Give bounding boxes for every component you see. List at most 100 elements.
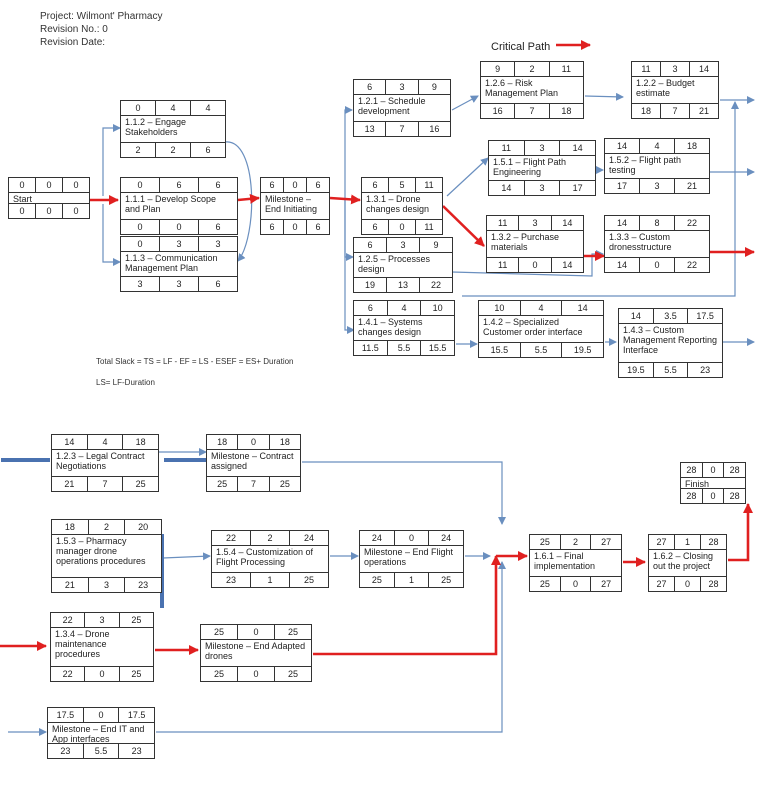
critical-initiating-to-1-3-1 xyxy=(329,194,361,205)
late-start-formula-note: LS= LF-Duration xyxy=(96,378,155,387)
critical-1-1-1-to-initiating xyxy=(237,193,260,204)
node-dur-value: 0 xyxy=(703,463,725,477)
node-ef-value: 17.5 xyxy=(696,311,714,321)
node-label: 1.5.4 – Customization of Flight Processi… xyxy=(216,547,314,567)
node-ts-value: 1 xyxy=(395,573,430,587)
node-ls-value: 11 xyxy=(487,258,520,272)
node-ts-value: 5.5 xyxy=(654,363,689,377)
node-ls-value: 25 xyxy=(360,573,395,587)
node-ls-value: 0 xyxy=(121,220,160,234)
node-lf-value: 16 xyxy=(429,124,440,134)
node-lf-value: 14 xyxy=(562,260,573,270)
node-ls-value: 19.5 xyxy=(619,363,654,377)
node-ls-value: 0 xyxy=(9,204,36,218)
node-label: 1.2.3 – Legal Contract Negotiations xyxy=(56,451,145,471)
node-ts-value: 0 xyxy=(561,577,592,591)
node-dur-value: 3 xyxy=(525,141,561,155)
node-es-value: 14 xyxy=(52,435,88,449)
node-ts-value: 7 xyxy=(515,104,550,118)
node-ts-value: 13 xyxy=(387,278,420,292)
node-ls-value: 25 xyxy=(201,667,238,681)
node-es-value: 11 xyxy=(487,216,520,230)
node-es-value: 18 xyxy=(52,520,89,534)
node-lf-value: 25 xyxy=(279,479,290,489)
node-es-value: 25 xyxy=(530,535,561,549)
node-es-value: 6 xyxy=(354,80,387,94)
link-initiating-to-1-2-5 xyxy=(344,200,354,261)
node-es-value: 22 xyxy=(51,613,86,627)
node-dur-value: 0 xyxy=(84,708,120,722)
critical-1-3-1-to-1-3-2 xyxy=(442,205,485,247)
node-ls-value: 18 xyxy=(632,104,661,118)
node-ef-value: 11 xyxy=(424,180,434,190)
node-label: 1.4.2 – Specialized Customer order inter… xyxy=(483,317,583,337)
node-label: 1.6.2 – Closing out the project xyxy=(653,551,714,571)
node-ts-value: 5.5 xyxy=(84,744,120,758)
node-ts-value: 5.5 xyxy=(521,343,563,357)
node-ef-value: 14 xyxy=(698,64,709,74)
node-label: Finish xyxy=(685,479,710,488)
node-ls-value: 25 xyxy=(207,477,239,491)
node-label: 1.5.1 – Flight Path Engineering xyxy=(493,157,567,177)
node-ts-value: 0 xyxy=(519,258,552,272)
node-lf-value: 23 xyxy=(700,365,711,375)
node-ts-value: 3 xyxy=(160,277,199,291)
node-label: 1.3.4 – Drone maintenance procedures xyxy=(55,629,110,659)
node-label: Milestone – Contract assigned xyxy=(211,451,294,471)
node-ef-value: 22 xyxy=(686,218,697,228)
node-dur-value: 1 xyxy=(675,535,701,549)
node-es-value: 14 xyxy=(605,139,640,153)
node-lf-value: 22 xyxy=(686,260,697,270)
node-es-value: 6 xyxy=(354,301,388,315)
node-lf-value: 19.5 xyxy=(573,345,592,355)
node-ef-value: 24 xyxy=(441,533,452,543)
link-start-to-1-1-3 xyxy=(102,204,121,266)
node-dur-value: 3 xyxy=(387,238,420,252)
node-es-value: 6 xyxy=(261,178,284,192)
node-ts-value: 7 xyxy=(238,477,270,491)
node-label: Milestone – End IT and App interfaces xyxy=(52,724,145,743)
link-1-2-6-to-1-2-2 xyxy=(584,92,624,101)
node-lf-value: 28 xyxy=(708,579,719,589)
node-dur-value: 0 xyxy=(238,625,275,639)
link-1-2-1-to-1-2-6 xyxy=(451,95,479,111)
node-label: 1.5.3 – Pharmacy manager drone operation… xyxy=(56,536,146,566)
node-ts-value: 1 xyxy=(251,573,290,587)
node-ts-value: 7 xyxy=(661,104,690,118)
node-dur-value: 8 xyxy=(640,216,675,230)
node-ef-value: 11 xyxy=(561,64,571,74)
node-ts-value: 5.5 xyxy=(388,341,422,355)
project-title: Project: Wilmont' Pharmacy xyxy=(40,11,163,22)
node-lf-value: 6 xyxy=(205,145,211,155)
node-es-value: 28 xyxy=(681,463,703,477)
node-ts-value: 0 xyxy=(85,667,120,681)
node-ef-value: 25 xyxy=(131,615,142,625)
node-lf-value: 18 xyxy=(561,106,572,116)
link-1-5-3-to-1-5-4 xyxy=(162,552,211,561)
node-ef-value: 18 xyxy=(686,141,697,151)
node-lf-value: 11 xyxy=(424,222,434,232)
node-es-value: 11 xyxy=(489,141,525,155)
node-label: 1.2.1 – Schedule development xyxy=(358,96,426,116)
node-es-value: 10 xyxy=(479,301,521,315)
node-dur-value: 0 xyxy=(395,531,430,545)
node-label: Start xyxy=(13,194,33,203)
critical-1-6-2-to-finish xyxy=(728,503,753,562)
node-ls-value: 3 xyxy=(121,277,160,291)
node-label: 1.1.1 – Develop Scope and Plan xyxy=(125,194,217,214)
node-ls-value: 13 xyxy=(354,122,387,136)
node-label: Milestone – End Initiating xyxy=(265,194,318,214)
node-label: 1.4.1 – Systems changes design xyxy=(358,317,423,337)
revision-number: Revision No.: 0 xyxy=(40,24,108,35)
node-ts-value: 7 xyxy=(88,477,124,491)
node-ls-value: 17 xyxy=(605,179,640,193)
node-dur-value: 2 xyxy=(251,531,290,545)
node-lf-value: 15.5 xyxy=(428,343,447,353)
